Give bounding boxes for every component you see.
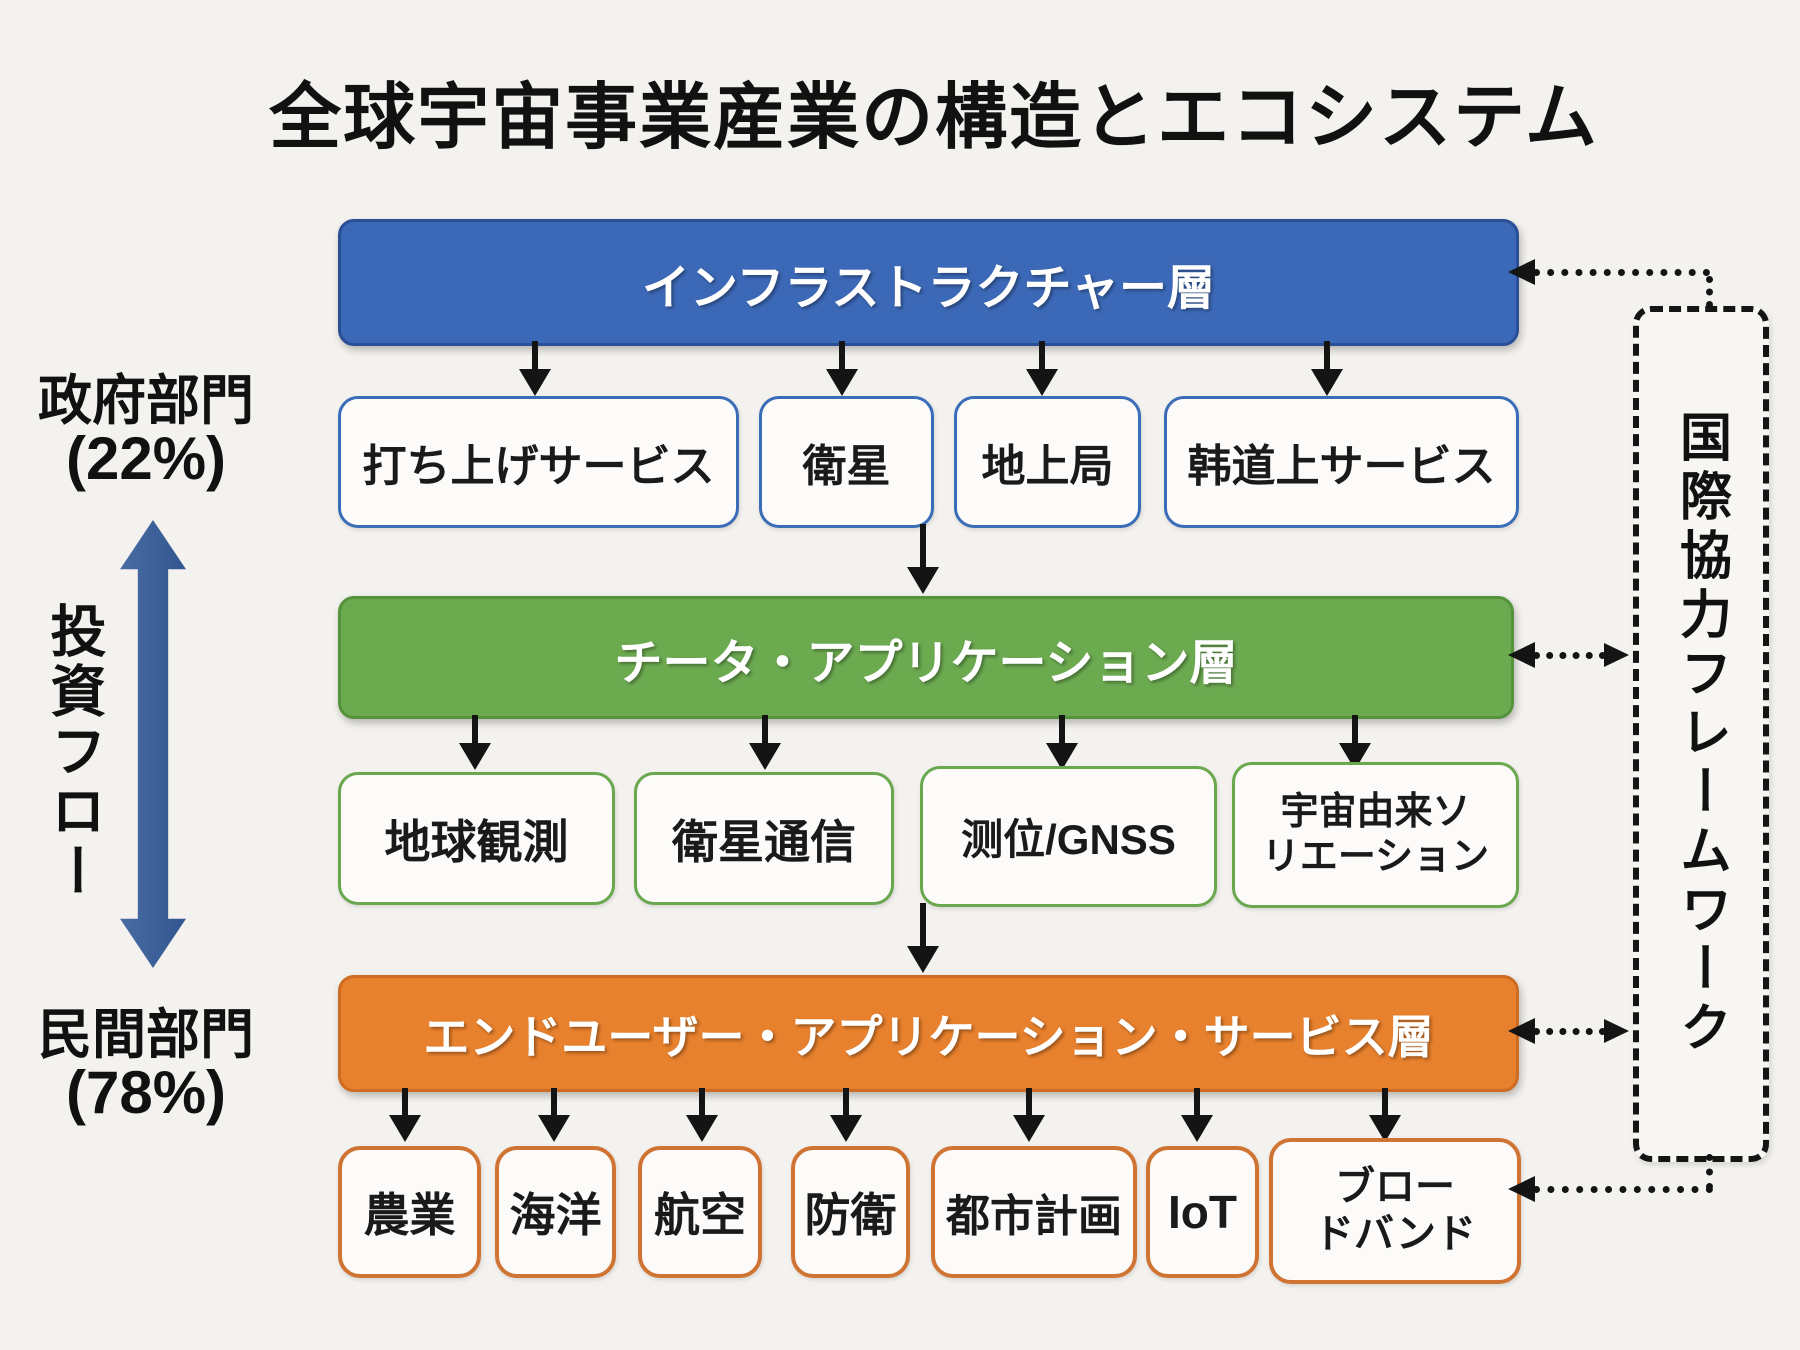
dotted-line xyxy=(1706,276,1713,308)
box-urban-planning: 都市計画 xyxy=(931,1146,1137,1278)
international-framework-box: 国際協力フレームワーク xyxy=(1633,306,1769,1162)
box-on-orbit-services: 韩道上サービス xyxy=(1164,396,1519,528)
dotted-arrowhead-to-data-layer xyxy=(1508,642,1535,668)
box-satellite-communications: 衛星通信 xyxy=(634,772,894,905)
down-arrow xyxy=(1311,341,1343,396)
box-defense: 防衛 xyxy=(791,1146,910,1278)
private-sector-percentage: (78%) xyxy=(65,1059,227,1126)
box-aviation: 航空 xyxy=(638,1146,762,1278)
down-arrow xyxy=(907,524,939,594)
box-broadband-line1: ブロー xyxy=(1335,1164,1455,1209)
box-broadband-line2: ドバンド xyxy=(1314,1212,1476,1256)
international-framework-label: 国際協力フレームワーク xyxy=(1671,409,1730,1059)
down-arrow xyxy=(459,715,491,770)
down-arrow xyxy=(1013,1088,1045,1142)
layer-bar-data-application: チータ・アプリケーション層 xyxy=(338,596,1514,719)
dotted-line xyxy=(1533,1028,1606,1035)
dotted-arrowhead-to-framework xyxy=(1604,1019,1629,1043)
down-arrow xyxy=(826,341,858,396)
page-title: 全球宇宙事業産業の構造とエコシステム xyxy=(269,78,1599,158)
layer-bar-infrastructure: インフラストラクチャー層 xyxy=(338,219,1519,346)
down-arrow xyxy=(1369,1088,1401,1142)
dotted-line xyxy=(1706,1154,1713,1190)
down-arrow xyxy=(389,1088,421,1142)
box-iot: IoT xyxy=(1146,1146,1259,1278)
box-space-derived-solutions-line2: リエーション xyxy=(1261,836,1490,878)
down-arrow xyxy=(519,341,551,396)
dotted-arrowhead-to-end-user-layer xyxy=(1508,1018,1535,1044)
box-positioning-gnss: 测位/GNSS xyxy=(920,766,1217,907)
down-arrow xyxy=(1046,715,1078,770)
down-arrow xyxy=(749,715,781,770)
government-sector-label: 政府部門 xyxy=(38,371,254,431)
box-satellites: 衛星 xyxy=(759,396,934,528)
dotted-line xyxy=(1533,652,1606,659)
dotted-arrowhead-to-framework xyxy=(1604,643,1629,667)
private-sector-label: 民間部門 xyxy=(38,1005,254,1065)
box-earth-observation: 地球観測 xyxy=(338,772,615,905)
dotted-arrowhead-to-infrastructure xyxy=(1508,259,1535,285)
down-arrow xyxy=(830,1088,862,1142)
down-arrow xyxy=(538,1088,570,1142)
layer-bar-end-user-services: エンドユーザー・アプリケーション・サービス層 xyxy=(338,975,1519,1092)
box-broadband: ブロー ドバンド xyxy=(1269,1138,1521,1284)
down-arrow xyxy=(686,1088,718,1142)
dotted-arrowhead-to-broadband xyxy=(1508,1176,1535,1202)
box-ground-stations: 地上局 xyxy=(954,396,1141,528)
box-space-derived-solutions: 宇宙由来ソ リエーション xyxy=(1232,762,1519,908)
box-launch-services: 打ち上げサービス xyxy=(338,396,739,528)
government-sector-percentage: (22%) xyxy=(65,425,227,492)
investment-flow-double-arrow xyxy=(120,520,186,968)
down-arrow xyxy=(1181,1088,1213,1142)
box-space-derived-solutions-line1: 宇宙由来ソ xyxy=(1280,791,1471,834)
dotted-line xyxy=(1533,269,1710,276)
dotted-line xyxy=(1533,1186,1713,1193)
box-agriculture: 農業 xyxy=(338,1146,481,1278)
down-arrow xyxy=(1026,341,1058,396)
box-ocean: 海洋 xyxy=(495,1146,616,1278)
investment-flow-label: 投資フロー xyxy=(43,602,106,902)
down-arrow xyxy=(907,903,939,973)
